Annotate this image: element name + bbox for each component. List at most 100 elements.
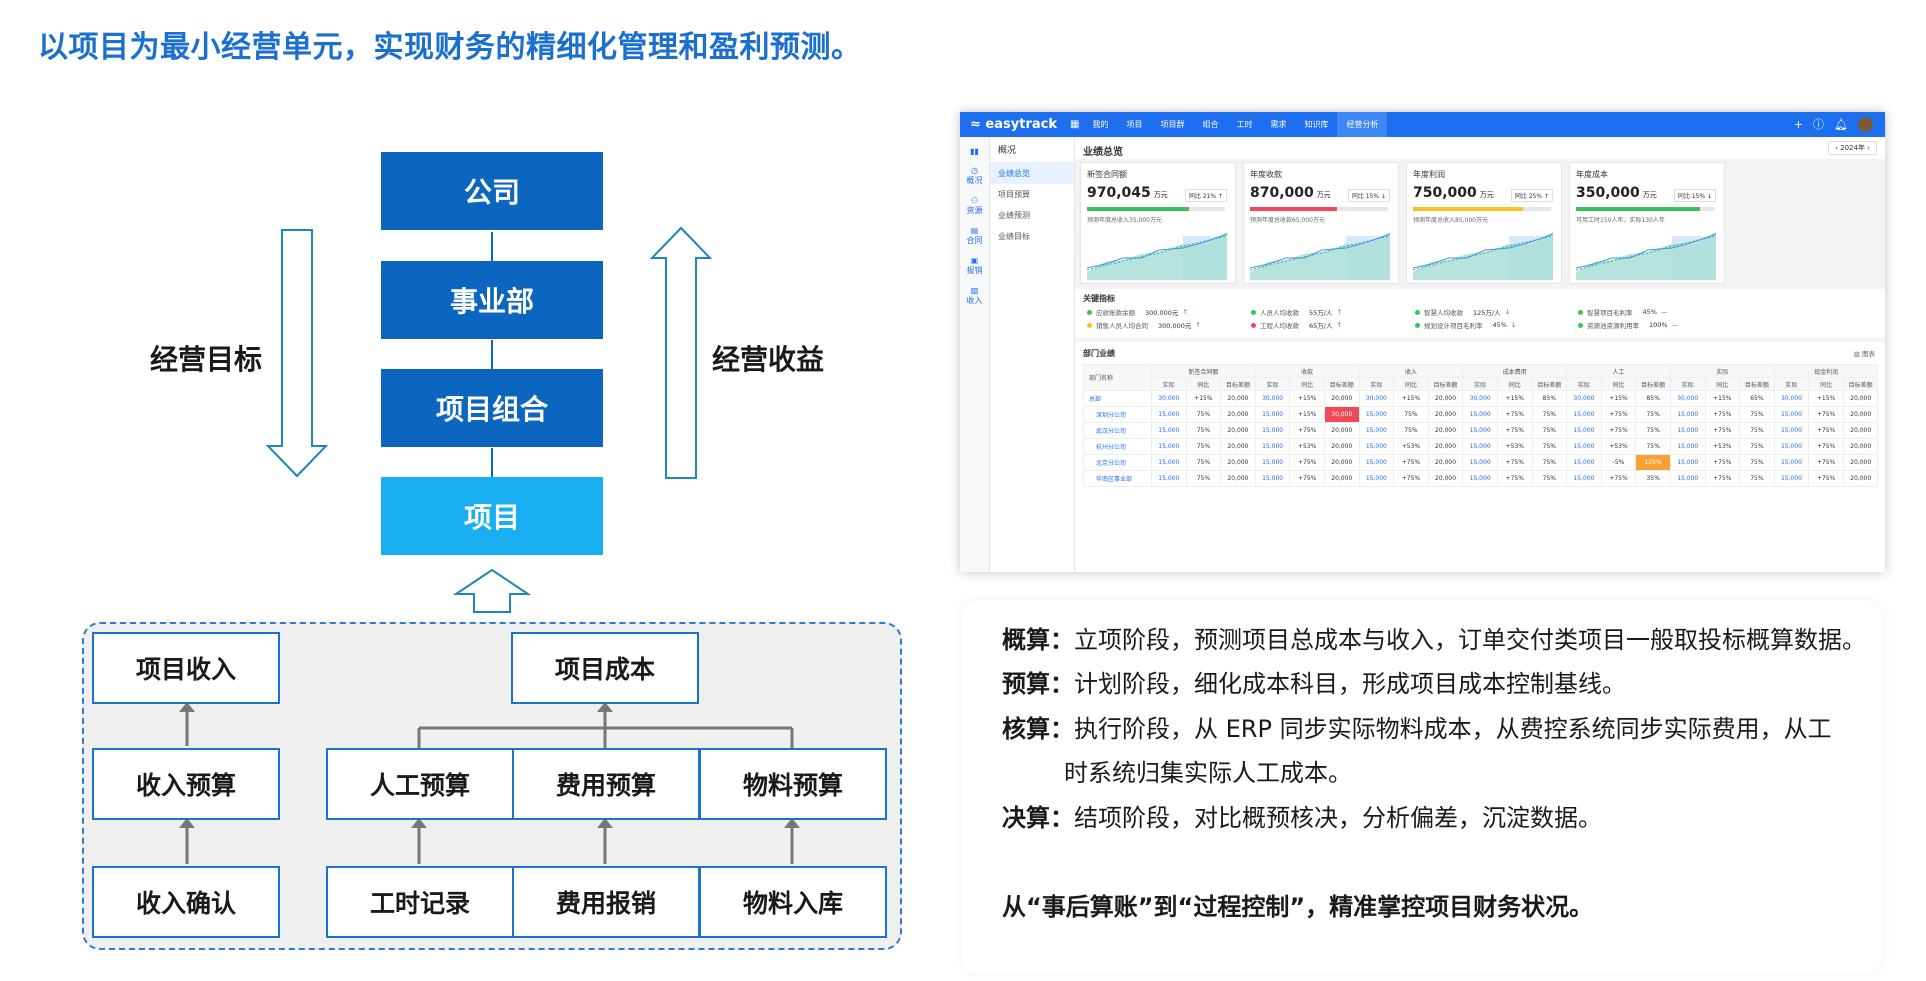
left-nav-item[interactable]: ◷概况: [960, 166, 989, 186]
summary-text: 从“事后算账”到“过程控制”，精准掌控项目财务状况。: [1002, 887, 1593, 922]
kpi-item: 规划设计项目毛利率45%↓: [1415, 320, 1516, 330]
table-cell: 30,000: [1359, 391, 1394, 407]
bell-icon[interactable]: 🔔︎: [1834, 118, 1848, 131]
table-cell: 75%: [1740, 439, 1775, 455]
table-cell: +75%: [1705, 455, 1740, 471]
trend-arrow-icon: —: [1661, 308, 1668, 316]
dept-name[interactable]: 华南区事业部: [1084, 471, 1152, 487]
dept-name[interactable]: 深圳分公司: [1084, 407, 1152, 423]
nav-item[interactable]: 经营分析: [1337, 112, 1387, 137]
left-nav-label: 概况: [960, 175, 989, 186]
yoy-badge: 同比 21% ↑: [1185, 189, 1227, 202]
trend-arrow-icon: ↑: [1182, 308, 1187, 316]
menu-item[interactable]: 项目预算: [990, 184, 1074, 205]
table-cell: +75%: [1809, 439, 1844, 455]
table-cell: 15,000: [1567, 455, 1602, 471]
dept-name[interactable]: 武汉分公司: [1084, 423, 1152, 439]
table-cell: 20,000: [1428, 391, 1463, 407]
left-nav-item[interactable]: ⚇资源: [960, 196, 989, 216]
chart-toggle[interactable]: ▥ 图表: [1854, 348, 1875, 358]
trend-arrow-icon: —: [1672, 321, 1679, 329]
metric-note: 可用工时150人年，实际130人年: [1576, 215, 1665, 224]
column-header: 目标差额: [1324, 378, 1359, 391]
nav-item[interactable]: 知识库: [1295, 112, 1337, 137]
kpi-value: 300,000元: [1158, 320, 1191, 330]
table-cell: 30,000: [1255, 391, 1290, 407]
left-nav-item[interactable]: ▣报销: [960, 256, 989, 276]
dept-name[interactable]: 杭州分公司: [1084, 439, 1152, 455]
expense-claim-box: 费用报销: [512, 866, 700, 938]
kpi-label: 智慧人均收款: [1424, 307, 1463, 317]
metric-value: 970,045万元: [1087, 185, 1168, 201]
table-cell: 30,000: [1324, 407, 1359, 423]
table-cell: 20,000: [1843, 471, 1878, 487]
table-title: 部门业绩: [1083, 348, 1115, 359]
menu-title: 概况: [990, 137, 1074, 163]
menu-item[interactable]: 业绩目标: [990, 226, 1074, 247]
menu-item[interactable]: 业绩预测: [990, 205, 1074, 226]
trend-sparkline: [1087, 228, 1227, 280]
avatar[interactable]: [1858, 117, 1873, 132]
nav-item[interactable]: 项目: [1117, 112, 1151, 137]
nav-item[interactable]: 组合: [1193, 112, 1227, 137]
table-cell: 15,000: [1670, 407, 1705, 423]
yoy-badge: 同比 15% ↓: [1674, 189, 1716, 202]
status-dot-icon: [1251, 323, 1256, 328]
kpi-label: 人员人均收款: [1260, 307, 1299, 317]
table-cell: 65%: [1740, 391, 1775, 407]
dept-name[interactable]: 总部: [1084, 391, 1152, 407]
nav-item[interactable]: 我的: [1083, 112, 1117, 137]
nav-item[interactable]: 工时: [1227, 112, 1261, 137]
kpi-label: 应收账款余额: [1096, 307, 1135, 317]
timesheet-box: 工时记录: [326, 866, 514, 938]
table-cell: 30,000: [1152, 391, 1187, 407]
table-cell: 15,000: [1255, 423, 1290, 439]
year-selector[interactable]: ‹ 2024年 ›: [1828, 141, 1877, 155]
menu-item[interactable]: 业绩总览: [990, 163, 1074, 184]
table-cell: +75%: [1290, 455, 1325, 471]
add-icon[interactable]: +: [1794, 118, 1803, 131]
table-cell: 15,000: [1152, 455, 1187, 471]
help-icon[interactable]: ⓘ: [1813, 116, 1824, 132]
table-cell: 75%: [1394, 423, 1429, 439]
kpi-value: 55万/人: [1309, 307, 1332, 317]
metric-label: 年度利润: [1413, 169, 1445, 180]
table-cell: +75%: [1809, 407, 1844, 423]
top-nav: 我的项目项目群组合工时需求知识库经营分析: [1083, 112, 1387, 137]
trend-arrow-icon: ↓: [1505, 308, 1510, 316]
column-header: 同比: [1290, 378, 1325, 391]
progress-fill: [1250, 207, 1337, 211]
table-cell: 20,000: [1843, 391, 1878, 407]
up-arrow-icon: [648, 226, 714, 480]
column-header: 实际: [1670, 378, 1705, 391]
nav-item[interactable]: 需求: [1261, 112, 1295, 137]
dept-name[interactable]: 北京分公司: [1084, 455, 1152, 471]
column-header: 目标差额: [1843, 378, 1878, 391]
column-group-header: 收入: [1359, 365, 1463, 378]
column-header: 同比: [1394, 378, 1429, 391]
left-nav-icon: ⚇: [960, 196, 989, 205]
kpi-item: 销售人员人均合同300,000元↑: [1087, 320, 1201, 330]
left-nav-item[interactable]: ▧收入: [960, 286, 989, 306]
metric-number: 350,000: [1576, 185, 1640, 201]
table-cell: 75%: [1532, 407, 1567, 423]
nav-item[interactable]: 项目群: [1151, 112, 1193, 137]
table-cell: 15,000: [1774, 423, 1809, 439]
kpi-item: 智慧人均收款125万/人↓: [1415, 307, 1510, 317]
kpi-panel: 关键指标 应收账款余额300,000元↑人员人均收款55万/人↑智慧人均收款12…: [1075, 289, 1885, 337]
left-nav-item[interactable]: ▤合同: [960, 226, 989, 246]
down-arrow-icon: [264, 228, 330, 480]
org-level-company: 公司: [381, 152, 603, 230]
bar-chart-icon[interactable]: ▮▮: [960, 147, 989, 156]
metric-note: 预测年度总收入35,000万元: [1087, 215, 1162, 224]
column-header: 同比: [1809, 378, 1844, 391]
column-group-header: 现金利润: [1774, 365, 1878, 378]
apps-grid-icon[interactable]: ▦: [1070, 119, 1079, 130]
table-cell: +75%: [1601, 407, 1636, 423]
